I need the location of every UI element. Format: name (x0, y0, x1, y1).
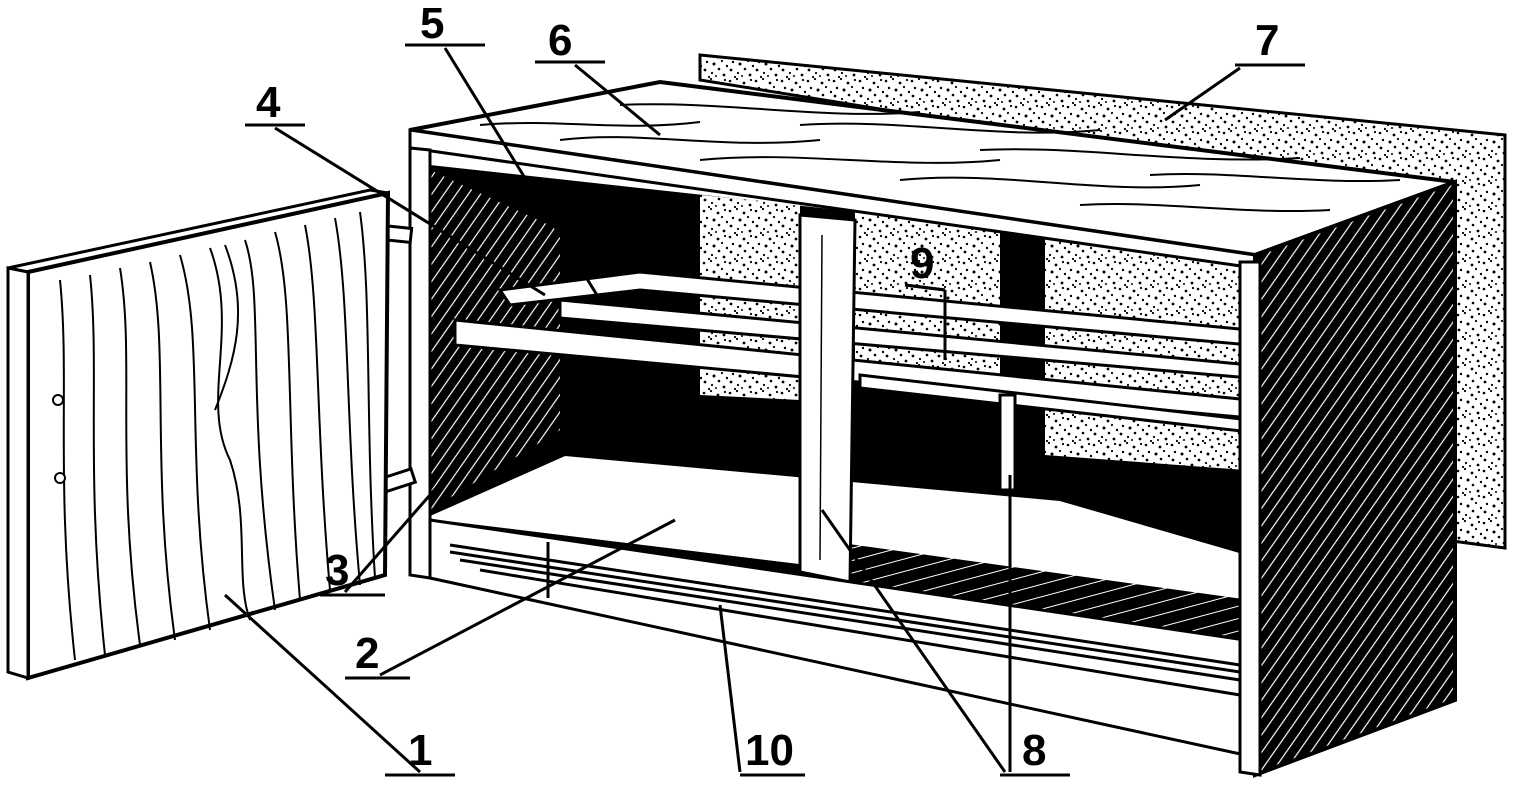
label-10: 10 (745, 726, 794, 775)
door-panel (6, 188, 391, 681)
label-5: 5 (420, 0, 444, 48)
part-labels: 4 5 6 7 9 3 2 1 10 8 (256, 0, 1279, 775)
label-2: 2 (355, 629, 379, 678)
label-7: 7 (1255, 16, 1279, 65)
label-1: 1 (408, 726, 432, 775)
leader-lines (223, 43, 1305, 777)
label-6: 6 (548, 16, 572, 65)
label-9: 9 (910, 239, 934, 288)
right-side-panel (1238, 179, 1457, 778)
label-4: 4 (256, 78, 281, 127)
label-8: 8 (1022, 726, 1046, 775)
label-3: 3 (325, 546, 349, 595)
